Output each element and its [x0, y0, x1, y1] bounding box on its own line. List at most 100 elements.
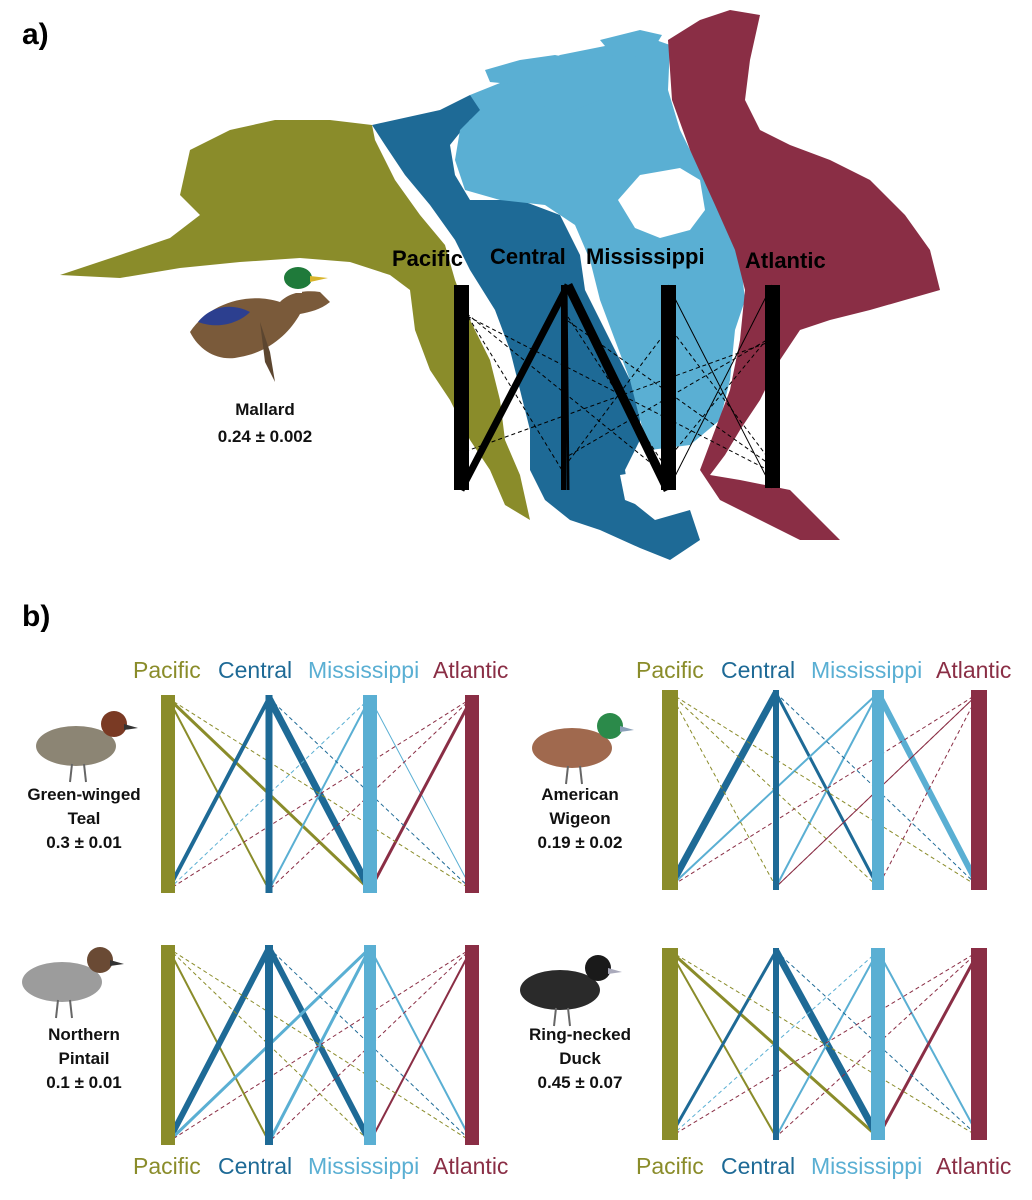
node-atlantic [971, 690, 987, 890]
ring-necked-duck-icon [520, 955, 622, 1027]
node-atlantic [465, 695, 479, 893]
flyway-label-pacific: Pacific [636, 1153, 704, 1179]
duck-leg [567, 1007, 571, 1027]
duck-body [520, 970, 600, 1010]
flyway-label-pacific: Pacific [133, 657, 201, 683]
link-central-atlantic [775, 950, 980, 1138]
node-pacific [161, 945, 175, 1145]
duck-head [597, 713, 623, 739]
node-mississippi [364, 945, 376, 1145]
node-pacific [662, 948, 678, 1140]
mallard-name: Mallard [235, 400, 295, 419]
duck-body [532, 728, 612, 768]
link-central-pacific [165, 946, 272, 1144]
map-label-pacific: Pacific [392, 246, 463, 271]
link-atlantic-pacific [669, 692, 980, 888]
species-value: 0.3 ± 0.01 [46, 833, 122, 852]
map-link-dashed-8 [567, 336, 773, 457]
duck-leg [565, 765, 569, 785]
duck-leg [69, 763, 73, 783]
link-pacific-atlantic [167, 697, 473, 891]
duck-leg [579, 765, 583, 785]
map-link-dashed-5 [667, 324, 773, 464]
node-pacific [161, 695, 175, 893]
duck-head [585, 955, 611, 981]
flyway-label-central: Central [721, 1153, 795, 1179]
species-name-line: Pintail [58, 1049, 109, 1068]
map-node-pacific [454, 285, 469, 490]
mallard-value: 0.24 ± 0.002 [218, 427, 312, 446]
link-central-pacific [668, 950, 778, 1138]
map-label-mississippi: Mississippi [586, 244, 705, 269]
duck-bill [608, 968, 622, 974]
mallard-icon [190, 267, 330, 382]
duck-head [101, 711, 127, 737]
species-name-line: American [541, 785, 618, 804]
species-name-line: Green-winged [27, 785, 140, 804]
node-central [265, 945, 273, 1145]
green-winged-teal-icon [36, 711, 138, 783]
species-name-line: Northern [48, 1025, 120, 1044]
species-name-line: Teal [68, 809, 101, 828]
duck-leg [553, 1007, 557, 1027]
map-link-central-self [564, 284, 570, 491]
species-value: 0.45 ± 0.07 [538, 1073, 623, 1092]
network-panel-2 [662, 690, 987, 890]
flyway-label-atlantic: Atlantic [433, 657, 508, 683]
flyway-label-atlantic: Atlantic [936, 1153, 1011, 1179]
map-label-atlantic: Atlantic [745, 248, 826, 273]
species-name-line: Ring-necked [529, 1025, 631, 1044]
american-wigeon-icon [532, 713, 634, 785]
map-link-central-mississippi [563, 283, 673, 492]
node-mississippi [363, 695, 377, 893]
gulf-coast [620, 470, 670, 510]
species-value: 0.1 ± 0.01 [46, 1073, 122, 1092]
map-link-dashed-2 [460, 312, 773, 473]
pacific-flyway-region [60, 120, 530, 520]
central-flyway-region [372, 95, 700, 560]
link-mississippi-central [268, 697, 371, 891]
duck-bill [124, 724, 138, 730]
link-atlantic-mississippi [369, 947, 473, 1143]
duck-leg [69, 999, 73, 1019]
flyway-label-central: Central [218, 657, 292, 683]
flyway-label-central: Central [721, 657, 795, 683]
node-mississippi [871, 948, 885, 1140]
network-panel-4 [662, 948, 987, 1140]
map-link-dashed-9 [460, 340, 773, 454]
flyway-label-atlantic: Atlantic [433, 1153, 508, 1179]
link-central-pacific [166, 697, 271, 891]
atlantic-flyway-region [668, 10, 940, 540]
duck-leg [55, 999, 59, 1019]
species-name-line: Wigeon [549, 809, 610, 828]
duck-leg [83, 763, 87, 783]
hudson-bay [618, 168, 705, 238]
link-atlantic-central [268, 697, 473, 891]
node-central [265, 695, 273, 893]
network-panel-1 [161, 695, 479, 893]
map-link-dashed-1 [460, 308, 669, 478]
flyway-label-mississippi: Mississippi [811, 1153, 922, 1179]
map-node-mississippi [661, 285, 676, 490]
map-link-dashed-7 [667, 332, 773, 460]
north-america-map [60, 10, 940, 560]
map-label-central: Central [490, 244, 566, 269]
map-link-pacific-central [457, 283, 572, 492]
node-central [773, 690, 779, 890]
link-central-pacific [666, 691, 780, 889]
node-central [773, 948, 779, 1140]
flyway-label-atlantic: Atlantic [936, 657, 1011, 683]
flyway-label-pacific: Pacific [133, 1153, 201, 1179]
node-atlantic [465, 945, 479, 1145]
link-pacific-central [669, 692, 777, 888]
panel-b-label: b) [22, 600, 51, 633]
flyway-label-mississippi: Mississippi [308, 657, 419, 683]
network-panel-3 [161, 945, 479, 1145]
duck-body [36, 726, 116, 766]
map-link-atlantic-mississippi [667, 284, 773, 491]
duck-head [87, 947, 113, 973]
species-value: 0.19 ± 0.02 [538, 833, 623, 852]
link-atlantic-mississippi [368, 697, 474, 891]
link-central-atlantic [268, 697, 473, 891]
